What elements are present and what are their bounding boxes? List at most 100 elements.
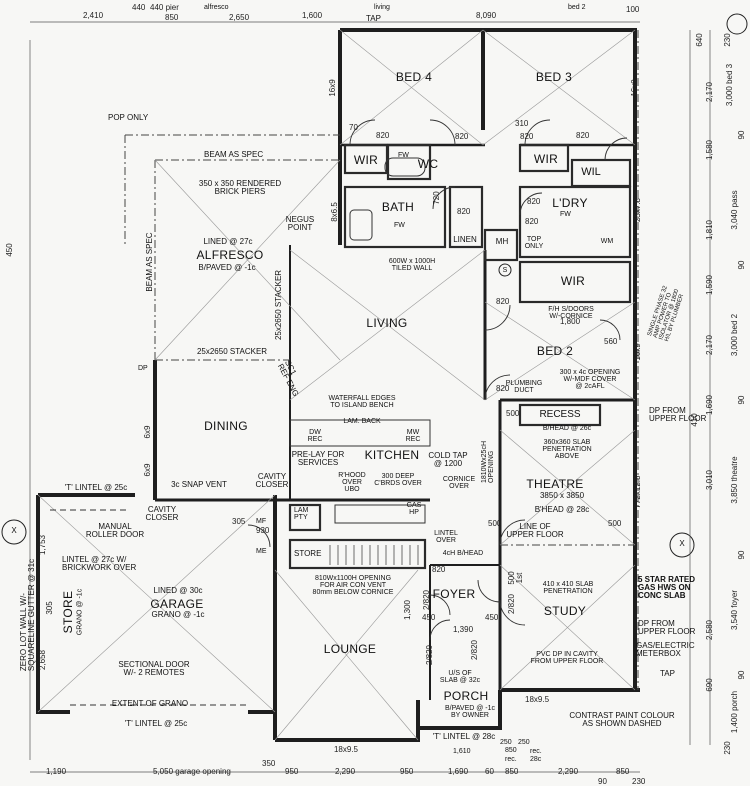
note-smoke-detector: S [502,267,508,274]
dim-right-17: 3,010 [705,469,714,491]
dim-window-9: 8x6.5 [330,202,339,222]
note-theatre-size: 3850 x 3850 [539,491,585,500]
dim-door-26: 2/820 [470,639,479,661]
dim-right-14: 410 [690,413,699,427]
note-waterfall-edges: WATERFALL EDGES TO ISLAND BENCH [328,395,396,409]
dim-top-3: 440 pier [150,3,179,12]
note-dp-upper-floor-2: DP FROM UPPER FLOOR [638,619,696,636]
dim-bottom-7: 1,690 [448,767,469,776]
note-beam-as-spec: BEAM AS SPEC [204,150,264,159]
dim-bottom-12: 850 [616,767,630,776]
note-wm: WM [600,238,614,245]
dim-bottom-8: 60 [485,767,494,776]
dim-door-2: 820 [520,132,534,141]
room-label-garage: GARAGE [150,597,204,611]
note-t-lintel-garage-top: 'T' LINTEL @ 25c [64,483,128,492]
note-store-grano: GRANO @ -1c [76,588,84,636]
dim-top-sub-2: bed 2 [568,4,586,11]
stairs [329,545,419,565]
note-aircon-opening: 810Wx1100H OPENING FOR AIR CON VENT 80mm… [312,575,394,596]
garage-door [50,509,248,706]
room-label-study: STUDY [543,604,587,618]
dim-door-29: 1st [515,572,524,584]
dim-right-12: 2,170 [705,334,714,356]
section-marker-right: X [679,539,685,548]
note-zero-lot-wall: ZERO LOT WALL W/- SQUARELINE GUTTER @ 31… [19,558,36,672]
dim-right-22: 1,400 porch [730,690,739,734]
dim-window-4: 16x9 [633,343,642,361]
dim-left-2: 6x9 [143,425,152,439]
room-label-lounge: LOUNGE [323,642,377,656]
dim-bottom-4: 950 [285,767,299,776]
room-label-lam-pty: LAM PTY [294,507,309,521]
note-cornice-over: CORNICE OVER [442,476,476,490]
dim-door-13: 560 [604,337,618,346]
note-tiled-wall: 600W x 1000H TILED WALL [388,258,436,272]
note-plumbing-duct: PLUMBING DUCT [505,380,543,394]
room-label-dining: DINING [204,419,248,433]
dim-top-1: 2,410 [83,11,104,20]
dim-door-25: 2/820 [507,593,516,615]
dim-left-3: 305 [232,517,246,526]
dim-right-7: 3,040 pass [730,190,739,230]
dim-right-21: 90 [737,670,746,680]
dim-bottom-10: 2,290 [558,767,579,776]
dim-door-14: 1,800 [560,317,581,326]
dim-bottom-sub-4: 250 [518,739,530,746]
note-cavity-closer-kitchen: CAVITY CLOSER [255,472,289,489]
note-sectional-door: SECTIONAL DOOR W/- 2 REMOTES [118,660,190,677]
note-manual-roller-door: MANUAL ROLLER DOOR [85,522,145,539]
dim-bottom-3: 350 [262,759,276,768]
dim-bottom-sub-3: 250 [500,739,512,746]
dim-right-6: 90 [737,130,746,140]
note-pre-lay: PRE-LAY FOR SERVICES [291,450,345,467]
note-bhead-26: B/HEAD @ 26c [542,425,592,432]
section-marker-left: X [11,526,17,535]
door-swings [247,119,628,641]
dim-top-4: 850 [165,13,179,22]
note-t-lintel-porch: 'T' LINTEL @ 28c [432,732,496,741]
dim-window-1: 6x9 [143,463,152,477]
room-label-linen: LINEN [453,235,477,244]
dim-door-20: 930 [256,526,270,535]
dim-right-4: 2,170 [705,81,714,103]
note-lam-back: LAM. BACK [343,418,381,425]
dim-door-12: 820 [527,197,541,206]
note-4ch-bhead: 4cH B/HEAD [442,550,484,557]
ceiling-lines [37,29,636,741]
dim-top-sub-1: living [374,4,390,11]
room-label-foyer: FOYER [432,587,476,601]
room-label-wil: WIL [581,166,601,178]
dim-right-2: 230 [723,33,732,47]
note-tap-bottom: TAP [660,669,675,678]
room-label-porch: PORCH [443,689,489,703]
room-label-recess: RECESS [539,409,581,420]
note-gas-electric-meterbox: GAS/ELECTRIC METERBOX [636,641,695,658]
dim-window-6: 772x12.5 [633,475,642,509]
note-contrast-paint: CONTRAST PAINT COLOUR AS SHOWN DASHED [569,711,675,728]
kitchen-island [289,157,431,524]
note-fw-wc: FW [398,152,409,159]
dim-window-2: 16x9 [328,79,337,97]
note-pop-only: POP ONLY [108,113,149,122]
note-porch-paved: B/PAVED @ -1c BY OWNER [444,705,496,719]
dim-right-1: 640 [695,33,704,47]
dim-right-13: 1,690 [705,394,714,416]
dim-top-7: 8,090 [476,11,497,20]
dim-door-11: 720 [432,191,441,205]
dim-bottom-sub-6: 28c [530,756,542,763]
dim-door-7: 820 [376,131,390,140]
note-lintel-over: LINTEL OVER [434,530,458,544]
note-alfresco-lined: LINED @ 27c [203,237,253,246]
dim-door-15: 500 [506,409,520,418]
room-label-store: STORE [61,590,75,634]
dim-bottom-13: 230 [632,777,646,786]
note-stacker-vertical: 25x2650 STACKER [274,269,283,341]
dim-window-5: 25x7.5 [633,197,642,223]
room-label-wc: WC [417,157,439,171]
note-cavity-closer-garage: CAVITY CLOSER [145,505,179,522]
note-1810-opening: 1810Wx25cH OPENING [481,440,495,484]
dim-bottom-2: 5,050 garage opening [153,767,231,776]
dim-right-23: 690 [705,678,714,692]
